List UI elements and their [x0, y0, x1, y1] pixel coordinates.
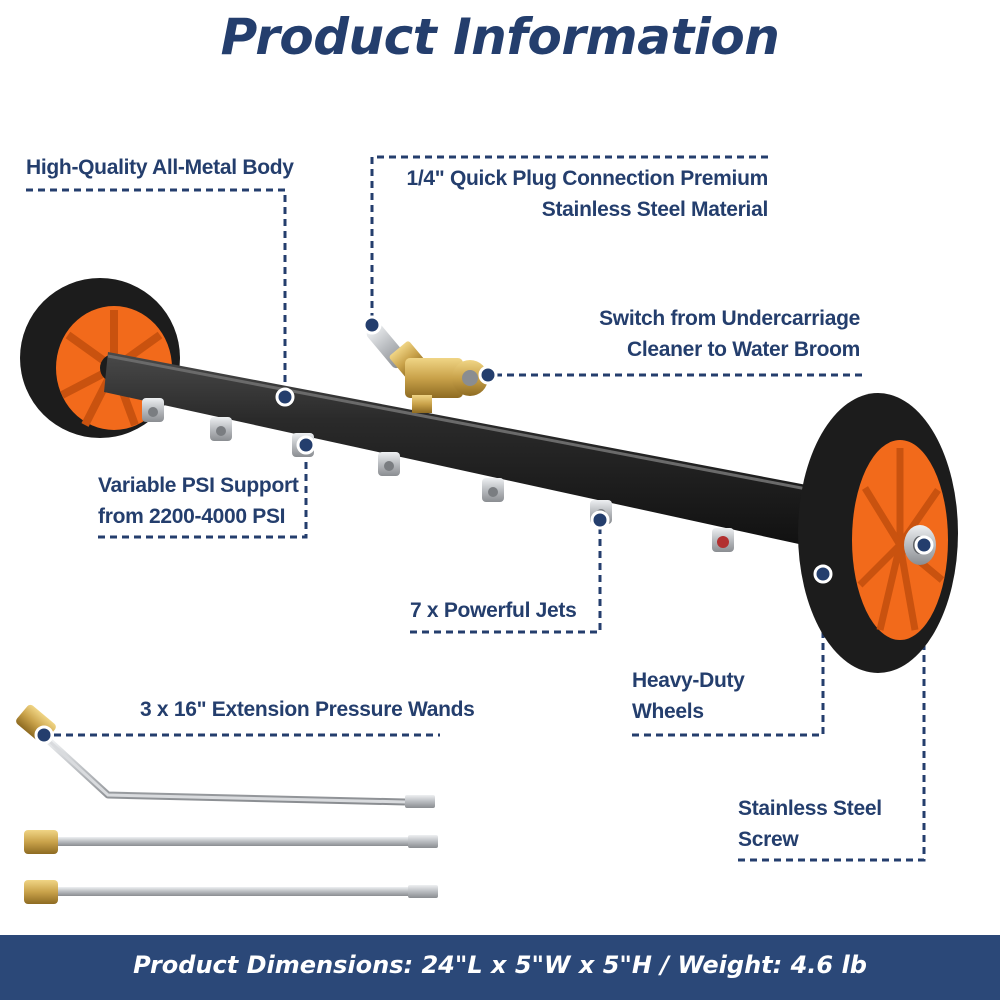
callout-psi: Variable PSI Support from 2200-4000 PSI — [98, 470, 299, 532]
callout-screw-line-1: Stainless Steel — [738, 797, 882, 820]
callout-switch-line-2: Cleaner to Water Broom — [627, 338, 860, 361]
jet-1 — [142, 398, 164, 422]
callout-body-text: High-Quality All-Metal Body — [26, 156, 294, 179]
callout-wheels-line-1: Heavy-Duty — [632, 669, 745, 692]
callout-quick-plug-line-1: 1/4" Quick Plug Connection Premium — [406, 167, 769, 190]
callout-screw-line-2: Screw — [738, 828, 799, 851]
jet-7 — [712, 528, 734, 552]
callout-switch: Switch from Undercarriage Cleaner to Wat… — [599, 303, 860, 365]
callout-quick-plug-line-2: Stainless Steel Material — [541, 198, 769, 221]
callout-dots — [34, 315, 934, 745]
callout-wands: 3 x 16" Extension Pressure Wands — [140, 694, 475, 725]
callout-wheels-line-2: Wheels — [632, 700, 704, 723]
jet-4 — [378, 452, 400, 476]
quick-plug-fitting — [366, 323, 488, 413]
footer-banner: Product Dimensions: 24"L x 5"W x 5"H / W… — [0, 935, 1000, 1000]
callout-wheels: Heavy-Duty Wheels — [632, 665, 745, 727]
dot-wheels — [813, 564, 833, 584]
callout-quick-plug: 1/4" Quick Plug Connection Premium Stain… — [407, 163, 769, 225]
dot-psi — [296, 435, 316, 455]
dot-jets — [590, 510, 610, 530]
callout-body: High-Quality All-Metal Body — [26, 152, 294, 183]
dot-wands — [34, 725, 54, 745]
dot-switch — [478, 365, 498, 385]
wand-straight-2 — [24, 880, 438, 904]
callout-psi-line-2: from 2200-4000 PSI — [98, 505, 286, 528]
dot-screw — [914, 535, 934, 555]
leader-psi — [98, 445, 308, 539]
wand-straight-1 — [24, 830, 438, 854]
callout-jets: 7 x Powerful Jets — [410, 595, 577, 626]
leader-jets — [410, 520, 602, 634]
leader-lines — [26, 155, 926, 862]
footer-dimensions: Product Dimensions: 24"L x 5"W x 5"H / W… — [133, 951, 867, 979]
leader-screw — [738, 545, 926, 862]
leader-quick-plug — [370, 155, 768, 322]
dot-body — [275, 387, 295, 407]
jet-2 — [210, 417, 232, 441]
callout-switch-line-1: Switch from Undercarriage — [599, 307, 860, 330]
callout-jets-text: 7 x Powerful Jets — [410, 599, 577, 622]
callout-psi-line-1: Variable PSI Support — [98, 474, 299, 497]
callout-screw: Stainless Steel Screw — [738, 793, 882, 855]
leader-body — [26, 188, 287, 395]
page-title: Product Information — [220, 8, 780, 66]
dot-quick-plug — [362, 315, 382, 335]
right-wheel — [798, 393, 958, 673]
jet-5 — [482, 478, 504, 502]
callout-wands-text: 3 x 16" Extension Pressure Wands — [140, 698, 475, 721]
extension-wands — [16, 704, 438, 904]
leader-wheels — [632, 575, 825, 737]
